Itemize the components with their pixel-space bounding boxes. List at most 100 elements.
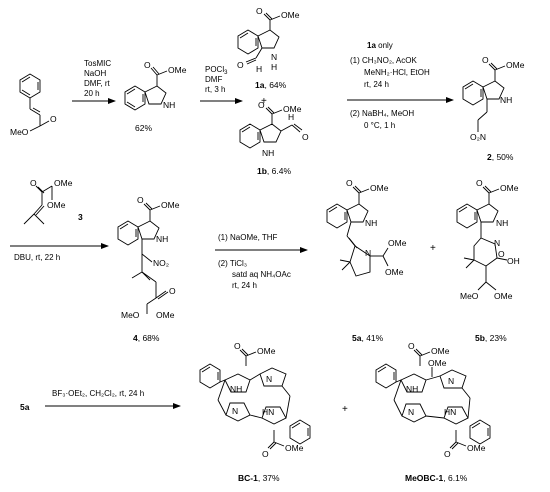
- step3-line4: (2) NaBH₄, MeOH: [350, 109, 414, 118]
- sm-carbonyl-o: O: [50, 114, 57, 124]
- step2-arrow: POCl3 DMF rt, 3 h: [200, 65, 243, 104]
- step3-line5: 0 °C, 1 h: [364, 121, 395, 130]
- p5b-nh: NH: [496, 218, 508, 228]
- reagent-3: O OMe OMe 3: [23, 178, 83, 225]
- p1a-label: 1a, 64%: [255, 80, 287, 90]
- meobc1-nh1: NH: [406, 384, 418, 394]
- p1a-h: H: [256, 64, 262, 74]
- p2-nh: NH: [500, 95, 512, 105]
- p5b-n: N: [494, 238, 500, 248]
- pyrrole-yield: 62%: [135, 123, 152, 133]
- row3-start-label: 5a: [20, 402, 30, 412]
- p5b-meo: MeO: [460, 291, 479, 301]
- step5-line2: (2) TiCl₃: [218, 259, 247, 268]
- bc1-nh1: NH: [230, 384, 242, 394]
- pyrrole-nh: NH: [163, 100, 175, 110]
- p2-ome: OMe: [506, 60, 525, 70]
- step6-cond: BF₃·OEt₂, CH₂Cl₂, rt, 24 h: [52, 389, 144, 398]
- sm-ester-label: MeO: [10, 127, 29, 137]
- meobc1-ome-top: OMe: [431, 346, 450, 356]
- step5-line1: (1) NaOMe, THF: [218, 233, 278, 242]
- p4-no2: NO₂: [153, 258, 169, 268]
- p5a-o: O: [346, 178, 353, 188]
- pyrrole-o: O: [144, 60, 151, 70]
- p5a-label: 5a, 41%: [352, 333, 384, 343]
- bc1-ome-top: OMe: [257, 346, 276, 356]
- step4-arrow: DBU, rt, 22 h: [10, 243, 109, 262]
- methyl-cinnamate: MeO O: [10, 73, 57, 137]
- p1a-ome: OMe: [281, 10, 300, 20]
- step2-cond-2: rt, 3 h: [205, 85, 225, 94]
- meobc1-ome-bottom: OMe: [467, 443, 486, 453]
- bc1-ome-bottom: OMe: [285, 443, 304, 453]
- product-4: O OMe NH NO₂ O OMe MeO 4, 68%: [117, 195, 180, 343]
- step4-cond: DBU, rt, 22 h: [14, 253, 60, 262]
- meobc1-macrocycle: O OMe OMe NH N N HN O OMe MeOBC-1, 6.1%: [375, 341, 491, 483]
- bc1-o-top: O: [234, 341, 241, 351]
- step2-cond-0: POCl3: [205, 65, 228, 76]
- bc1-macrocycle: O OMe NH N N HN O OMe BC-1, 37%: [199, 341, 311, 483]
- p4-nh: NH: [156, 234, 168, 244]
- step1-cond-2: DMF, rt: [84, 79, 111, 88]
- step1-arrow: TosMIC NaOH DMF, rt 20 h: [72, 59, 116, 104]
- p4-o-top: O: [137, 195, 144, 205]
- meobc1-o-bottom: O: [444, 449, 451, 459]
- p5b-oh: OH: [507, 256, 520, 266]
- p1b-o-top: O: [258, 100, 265, 110]
- row1-plus: +: [261, 96, 267, 107]
- meobc1-n1: N: [448, 376, 454, 386]
- meobc1-label: MeOBC-1, 6.1%: [405, 473, 468, 483]
- p1b-ome: OMe: [283, 104, 302, 114]
- row2-plus: +: [430, 243, 436, 254]
- p5a-ome: OMe: [370, 183, 389, 193]
- p5b-label: 5b, 23%: [475, 333, 507, 343]
- step3-line1: (1) CH₃NO₂, AcOK: [350, 56, 417, 65]
- step1-cond-3: 20 h: [84, 89, 100, 98]
- bc1-o-bottom: O: [262, 449, 269, 459]
- meobc1-nh2: HN: [444, 407, 456, 417]
- p1a-nh-h: H: [271, 62, 277, 72]
- p1b-nh: NH: [262, 148, 274, 158]
- p5b-ome2: OMe: [494, 291, 513, 301]
- p5a-ome2: OMe: [388, 238, 407, 248]
- p2-o: O: [482, 55, 489, 65]
- p2-label: 2, 50%: [487, 152, 514, 162]
- p5b-o: O: [498, 249, 505, 259]
- p1a-n: N: [271, 52, 277, 62]
- p4-o: O: [169, 286, 176, 296]
- p5a-nh: NH: [365, 218, 377, 228]
- meobc1-n2: N: [408, 407, 414, 417]
- step1-cond-0: TosMIC: [84, 59, 111, 68]
- p1b-h: H: [288, 112, 294, 122]
- p5b-o-top: O: [476, 178, 483, 188]
- step2-cond-1: DMF: [205, 75, 222, 84]
- step3-arrow: 1a only (1) CH₃NO₂, AcOK MeNH₂·HCl, EtOH…: [347, 41, 454, 130]
- r3-ome2: OMe: [47, 200, 66, 210]
- p1a-o-top: O: [256, 6, 263, 16]
- pyrrole-ester: O OMe NH 62%: [124, 60, 187, 133]
- row3-plus: +: [342, 404, 348, 415]
- p5a-ome3: OMe: [385, 267, 404, 277]
- bc1-n1: N: [266, 374, 272, 384]
- r3-ome1: OMe: [54, 178, 73, 188]
- bc1-nh2: HN: [262, 407, 274, 417]
- r3-o: O: [30, 178, 37, 188]
- p5a-n: N: [365, 248, 371, 258]
- p4-label: 4, 68%: [133, 333, 160, 343]
- r3-label: 3: [78, 212, 83, 222]
- p1a-o-ald: O: [237, 60, 244, 70]
- meobc1-ome-ring: OMe: [428, 358, 447, 368]
- step3-line2: MeNH₂·HCl, EtOH: [364, 68, 430, 77]
- p2-no2: O₂N: [470, 132, 486, 142]
- product-2: O OMe NH O₂N 2, 50%: [462, 55, 525, 162]
- p4-ome2: OMe: [156, 310, 175, 320]
- step1-cond-1: NaOH: [84, 69, 106, 78]
- product-5a: O OMe NH N OMe OMe 5a, 41%: [326, 178, 407, 343]
- step3-header: 1a only: [367, 41, 393, 50]
- bc1-label: BC-1, 37%: [238, 473, 280, 483]
- p4-meo: MeO: [121, 310, 140, 320]
- meobc1-o-top: O: [408, 341, 415, 351]
- step5-arrow: (1) NaOMe, THF (2) TiCl₃ satd aq NH₄OAc …: [215, 233, 308, 290]
- step3-line3: rt, 24 h: [364, 80, 389, 89]
